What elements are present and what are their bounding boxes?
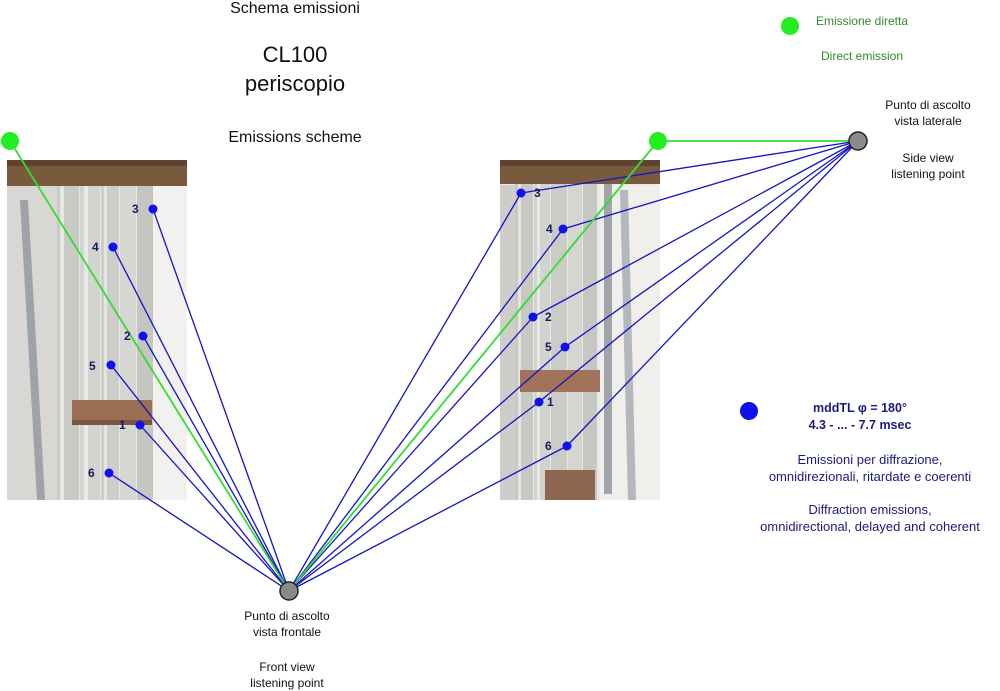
side-emitter-2 <box>528 312 538 322</box>
front-emitter-4 <box>108 242 118 252</box>
front-emitter-dots <box>104 204 158 478</box>
title-english: Emissions scheme <box>228 129 362 146</box>
legend-direct-dot <box>781 17 799 35</box>
side-emitter-3 <box>516 188 526 198</box>
legend-direct-label-it: Emissione diretta <box>815 14 909 28</box>
side-emitter-label-4: 4 <box>546 222 553 236</box>
front-emitter-3 <box>148 204 158 214</box>
front-listening-label-en-2: listening point <box>250 676 324 690</box>
side-listening-point-marker <box>848 131 868 151</box>
side-listening-label-en-1: Side view <box>902 151 954 165</box>
front-view-photo <box>7 160 187 500</box>
legend-desc-it-2: omnidirezionali, ritardate e coerenti <box>768 469 972 484</box>
front-listening-label-it-1: Punto di ascolto <box>244 609 330 623</box>
side-emitter-1 <box>534 397 544 407</box>
side-listening-label-it-2: vista laterale <box>894 114 962 128</box>
front-emitter-5 <box>106 360 116 370</box>
side-emitter-4 <box>558 224 568 234</box>
legend-diffraction-range: 4.3 - ... - 7.7 msec <box>808 418 912 432</box>
side-listening-label-it-1: Punto di ascolto <box>885 98 971 112</box>
front-emitter-label-3: 3 <box>132 202 139 216</box>
front-emitter-1 <box>135 420 145 430</box>
title-schema: Schema emissioni <box>230 0 360 17</box>
front-listening-label-it-2: vista frontale <box>252 625 322 639</box>
legend-desc-en-2: omnidirectional, delayed and coherent <box>760 519 980 534</box>
legend-desc-it-1: Emissioni per diffrazione, <box>797 452 943 467</box>
front-emitter-6 <box>104 468 114 478</box>
side-emitter-label-2: 2 <box>545 310 552 324</box>
side-emitter-dots <box>516 188 572 451</box>
side-emitter-5 <box>560 342 570 352</box>
side-emitter-label-3: 3 <box>534 186 541 200</box>
side-diffraction-lines <box>288 140 859 592</box>
side-view-photo <box>500 160 660 500</box>
legend-direct-label-en: Direct emission <box>820 49 904 63</box>
title-variant: periscopio <box>244 71 346 96</box>
side-direct-source-dot <box>649 132 667 150</box>
legend-diffraction-dot <box>740 402 758 420</box>
legend-desc-en-1: Diffraction emissions, <box>808 502 932 517</box>
front-emitter-label-4: 4 <box>92 240 99 254</box>
front-emitter-2 <box>138 331 148 341</box>
front-listening-label-en-1: Front view <box>259 660 315 674</box>
side-emitter-label-1: 1 <box>547 395 554 409</box>
side-emitter-label-5: 5 <box>545 340 552 354</box>
front-emitter-label-1: 1 <box>119 418 126 432</box>
front-listening-point-marker <box>279 581 299 601</box>
title-model: CL100 <box>262 42 328 67</box>
front-diffraction-lines <box>108 208 290 592</box>
direct-emission-lines <box>9 140 858 592</box>
legend-diffraction-title: mddTL φ = 180° <box>813 401 907 415</box>
front-emitter-label-6: 6 <box>88 466 95 480</box>
front-emitter-label-5: 5 <box>89 359 96 373</box>
side-emitter-label-6: 6 <box>545 439 552 453</box>
side-emitter-6 <box>562 441 572 451</box>
side-listening-label-en-2: listening point <box>891 167 965 181</box>
front-direct-source-dot <box>1 132 19 150</box>
front-emitter-label-2: 2 <box>124 329 131 343</box>
